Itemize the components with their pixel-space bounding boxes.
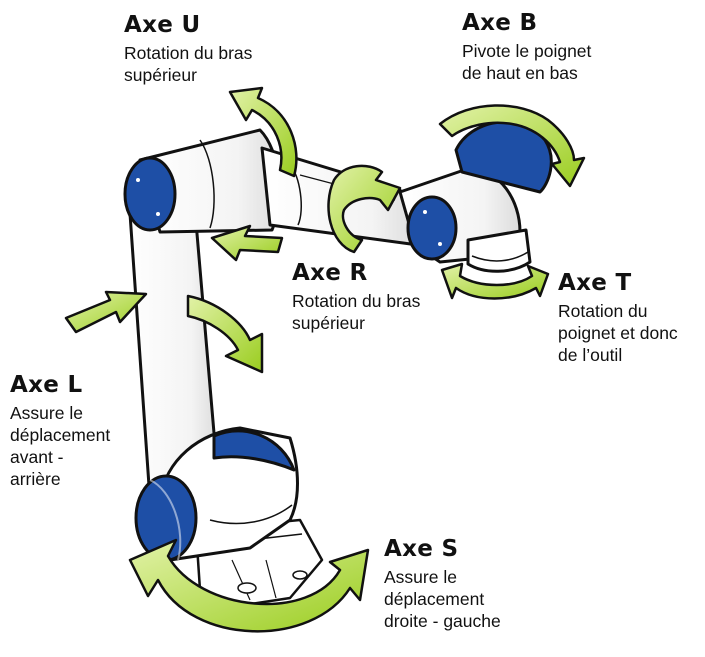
label-axis-t: Axe T Rotation du poignet et donc de l’o…	[558, 270, 678, 366]
axis-s-title: Axe S	[384, 536, 459, 562]
axis-t-line-3: de l’outil	[558, 345, 623, 365]
arrow-axis-t	[440, 262, 550, 300]
axis-s-line-1: Assure le	[384, 567, 457, 587]
axis-r-line-2: supérieur	[292, 313, 365, 333]
axis-r-title: Axe R	[292, 260, 368, 286]
label-axis-l: Axe L Assure le déplacement avant - arri…	[10, 372, 110, 490]
axis-u-title: Axe U	[124, 12, 201, 38]
shoulder-joint	[123, 128, 281, 234]
axis-s-line-2: déplacement	[384, 589, 485, 609]
axis-l-title: Axe L	[10, 372, 83, 398]
axis-t-line-2: poignet et donc	[558, 323, 678, 343]
wrist-assembly	[398, 120, 553, 273]
arrow-axis-l-lower	[186, 294, 264, 374]
arrow-axis-u-lower	[210, 224, 284, 262]
arrow-axis-u	[228, 86, 298, 178]
axis-b-line-2: de haut en bas	[462, 63, 578, 83]
arrow-axis-r	[327, 164, 402, 254]
axis-u-line-2: supérieur	[124, 65, 197, 85]
arrow-axis-b	[438, 104, 586, 188]
axis-b-line-1: Pivote le poignet	[462, 41, 592, 61]
label-axis-r: Axe R Rotation du bras supérieur	[292, 260, 420, 334]
label-axis-s: Axe S Assure le déplacement droite - gau…	[384, 536, 501, 632]
axis-l-line-2: déplacement	[10, 425, 111, 445]
label-axis-b: Axe B Pivote le poignet de haut en bas	[462, 10, 591, 84]
arrow-axis-l-upper	[64, 290, 148, 334]
axis-t-title: Axe T	[558, 270, 632, 296]
axis-b-title: Axe B	[462, 10, 538, 36]
axis-t-line-1: Rotation du	[558, 301, 648, 321]
axis-l-line-1: Assure le	[10, 403, 83, 423]
rotation-arrows	[64, 86, 586, 633]
axis-s-line-3: droite - gauche	[384, 611, 501, 631]
axis-l-line-3: avant -	[10, 447, 64, 467]
axis-r-line-1: Rotation du bras	[292, 291, 421, 311]
label-axis-u: Axe U Rotation du bras supérieur	[124, 12, 252, 86]
axis-l-line-4: arrière	[10, 469, 61, 489]
arrow-axis-s	[128, 538, 370, 633]
axis-u-line-1: Rotation du bras	[124, 43, 253, 63]
